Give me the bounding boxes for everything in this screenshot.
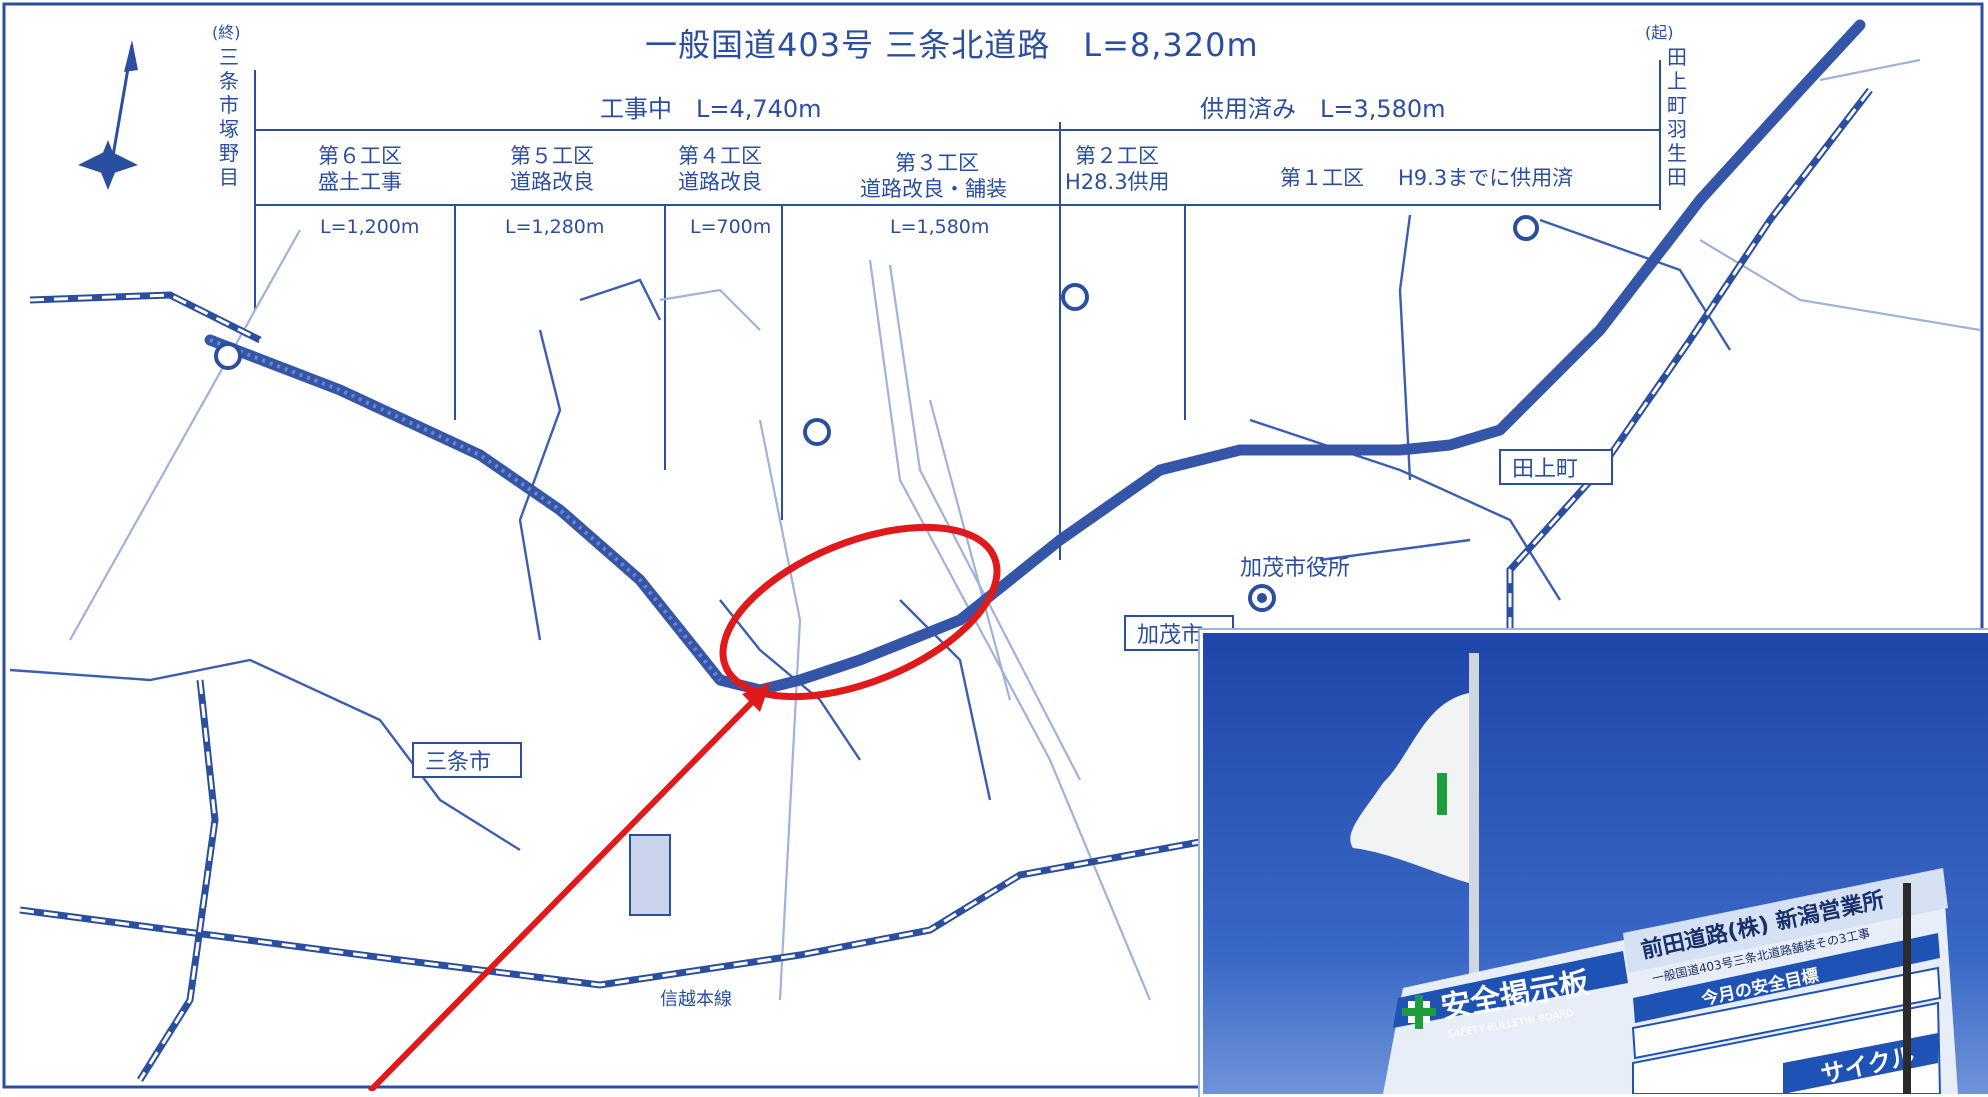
svg-text:上: 上 bbox=[1667, 69, 1687, 93]
svg-text:生: 生 bbox=[1667, 141, 1687, 165]
arrow-head-icon bbox=[742, 683, 770, 712]
svg-text:盛土工事: 盛土工事 bbox=[318, 170, 402, 194]
svg-text:道路改良・舗装: 道路改良・舗装 bbox=[860, 177, 1007, 201]
section-1: 第１工区 H9.3までに供用済 bbox=[1280, 166, 1573, 190]
svg-text:条: 条 bbox=[219, 69, 239, 93]
photo-scene: 安全掲示板 SAFETY BULLETIN BOARD 前田道路(株) 新潟営業… bbox=[1203, 633, 1988, 1094]
shinetsu-line-label: 信越本線 bbox=[660, 989, 732, 1010]
svg-text:L=1,280m: L=1,280m bbox=[505, 216, 604, 238]
highlight-ellipse bbox=[719, 523, 1001, 701]
svg-text:第３工区: 第３工区 bbox=[895, 151, 979, 175]
svg-text:目: 目 bbox=[219, 165, 239, 189]
svg-text:第４工区: 第４工区 bbox=[678, 144, 762, 168]
industrial-park bbox=[629, 834, 671, 916]
svg-text:第１工区: 第１工区 bbox=[1280, 166, 1364, 190]
in-service-label: 供用済み L=3,580m bbox=[1200, 95, 1446, 123]
svg-text:野: 野 bbox=[219, 141, 239, 165]
svg-text:道路改良: 道路改良 bbox=[510, 170, 594, 194]
railway-lines bbox=[19, 87, 1873, 1082]
kamo-city-hall-label: 加茂市役所 bbox=[1240, 556, 1350, 581]
svg-text:(終): (終) bbox=[212, 23, 241, 42]
svg-text:市: 市 bbox=[219, 93, 239, 117]
kamo-city-label: 加茂市 bbox=[1137, 623, 1203, 648]
svg-text:田: 田 bbox=[1667, 45, 1687, 69]
svg-text:道路改良: 道路改良 bbox=[678, 170, 762, 194]
svg-text:羽: 羽 bbox=[1667, 117, 1687, 141]
north-arrow-icon bbox=[78, 40, 138, 190]
safety-flag bbox=[1350, 693, 1469, 883]
inset-photo: 安全掲示板 SAFETY BULLETIN BOARD 前田道路(株) 新潟営業… bbox=[1200, 630, 1988, 1097]
sanjo-city-label: 三条市 bbox=[425, 750, 491, 775]
flag-pole bbox=[1469, 653, 1479, 1094]
section-5: 第５工区 道路改良 L=1,280m bbox=[505, 144, 604, 238]
section-dividers bbox=[454, 205, 1186, 560]
under-construction-label: 工事中 L=4,740m bbox=[600, 95, 822, 123]
section-2: 第２工区 H28.3供用 bbox=[1065, 144, 1170, 194]
svg-text:L=1,580m: L=1,580m bbox=[890, 216, 989, 238]
svg-text:H28.3供用: H28.3供用 bbox=[1065, 170, 1170, 194]
section-6: 第６工区 盛土工事 L=1,200m bbox=[318, 144, 419, 238]
section-3: 第３工区 道路改良・舗装 L=1,580m bbox=[860, 151, 1007, 238]
highlight-arrow bbox=[367, 689, 765, 1094]
svg-text:第２工区: 第２工区 bbox=[1075, 144, 1159, 168]
start-point-label: (終) 三 条 市 塚 野 目 bbox=[212, 23, 241, 189]
svg-text:(起): (起) bbox=[1645, 23, 1674, 42]
svg-text:第６工区: 第６工区 bbox=[318, 144, 402, 168]
svg-text:H9.3までに供用済: H9.3までに供用済 bbox=[1398, 166, 1573, 190]
junction-markers bbox=[214, 215, 1539, 612]
svg-text:塚: 塚 bbox=[219, 117, 239, 141]
svg-text:第５工区: 第５工区 bbox=[510, 144, 594, 168]
end-point-label: (起) 田 上 町 羽 生 田 bbox=[1645, 23, 1687, 189]
svg-text:町: 町 bbox=[1667, 93, 1687, 117]
map-title: 一般国道403号 三条北道路 L=8,320m bbox=[645, 26, 1259, 64]
svg-text:田: 田 bbox=[1667, 165, 1687, 189]
section-4: 第４工区 道路改良 L=700m bbox=[678, 144, 771, 238]
svg-text:L=1,200m: L=1,200m bbox=[320, 216, 419, 238]
svg-text:三: 三 bbox=[219, 45, 239, 69]
tagami-town-label: 田上町 bbox=[1512, 457, 1578, 482]
svg-text:L=700m: L=700m bbox=[690, 216, 771, 238]
